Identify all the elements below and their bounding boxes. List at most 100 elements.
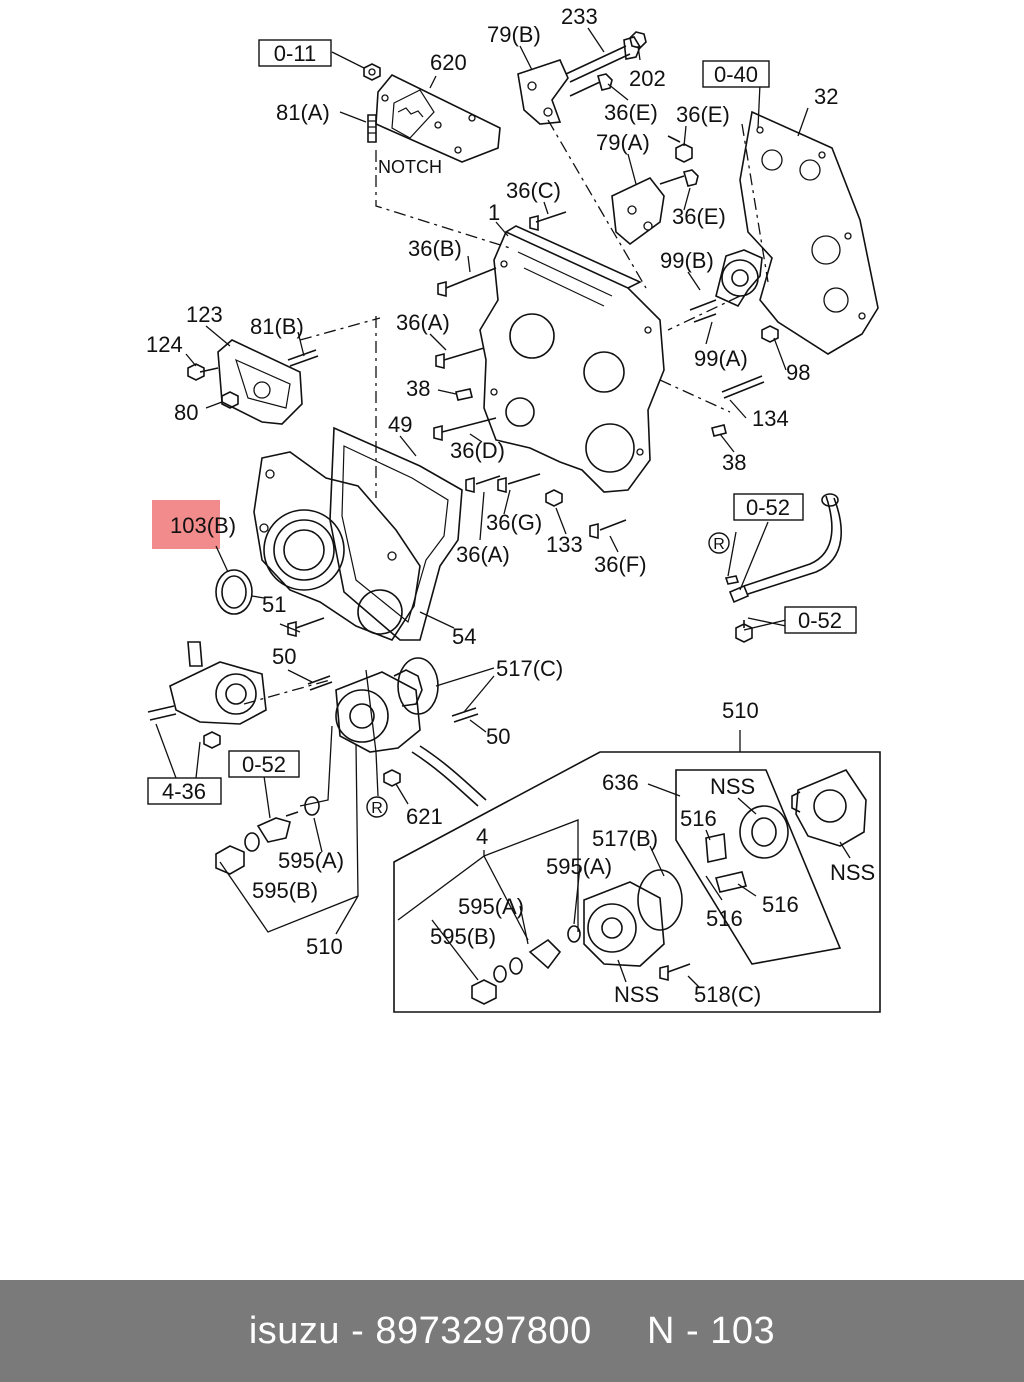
diagram-ref: N - 103 <box>647 1309 776 1352</box>
label-79b: 79(B) <box>487 22 541 47</box>
r-mark-1: R <box>708 532 730 554</box>
label-36b: 36(B) <box>408 236 462 261</box>
label-510-1: 510 <box>722 698 759 723</box>
svg-text:0-52: 0-52 <box>746 495 790 520</box>
svg-text:0-11: 0-11 <box>274 41 316 66</box>
label-1: 1 <box>488 200 500 225</box>
label-233: 233 <box>561 4 598 29</box>
part-124-80-fasteners <box>187 349 319 409</box>
part-620-gasket <box>375 74 501 163</box>
centerline-8 <box>659 379 731 413</box>
brand-name: isuzu <box>248 1309 341 1352</box>
parts-diagram: 233 79(B) 202 620 36(E) 36(E) 32 81(A) 7… <box>146 4 881 1013</box>
label-36c: 36(C) <box>506 178 561 203</box>
part-79b-bracket <box>517 59 569 125</box>
centerline-6 <box>299 317 381 341</box>
label-36g: 36(G) <box>486 510 542 535</box>
part-510-kit-box <box>393 751 881 1013</box>
centerline-1 <box>375 150 511 249</box>
label-80: 80 <box>174 400 198 425</box>
part-103b-seal <box>215 569 253 615</box>
label-517b: 517(B) <box>592 826 658 851</box>
separator: - <box>351 1309 365 1352</box>
part-kit-rotor <box>705 805 789 893</box>
label-516-3: 516 <box>706 906 743 931</box>
label-98: 98 <box>786 360 810 385</box>
label-36e-1: 36(E) <box>604 100 658 125</box>
label-32: 32 <box>814 84 838 109</box>
label-36f: 36(F) <box>594 552 647 577</box>
label-nss-2: NSS <box>830 860 875 885</box>
part-number: 8973297800 <box>375 1309 592 1352</box>
label-595b-1: 595(B) <box>252 878 318 903</box>
label-81b: 81(B) <box>250 314 304 339</box>
highlight-103b <box>152 500 220 549</box>
part-number-footer: isuzu - 8973297800 N - 103 <box>0 1280 1024 1382</box>
label-79a: 79(A) <box>596 130 650 155</box>
label-99b: 99(B) <box>660 248 714 273</box>
part-123-plate <box>217 339 303 425</box>
label-36e-3: 36(E) <box>672 204 726 229</box>
label-4: 4 <box>476 824 488 849</box>
svg-text:R: R <box>713 536 725 553</box>
centerline-7 <box>243 679 331 705</box>
label-38-2: 38 <box>722 450 746 475</box>
part-50-studs <box>307 675 479 723</box>
label-36a-2: 36(A) <box>456 542 510 567</box>
ref-box-0-52-right[interactable]: 0-52 <box>784 606 857 634</box>
label-51: 51 <box>262 592 286 617</box>
part-1-front-case <box>479 225 665 493</box>
part-81a-stud <box>367 114 377 143</box>
label-49: 49 <box>388 412 412 437</box>
svg-text:0-40: 0-40 <box>714 62 758 87</box>
ref-box-0-40[interactable]: 0-40 <box>702 60 770 88</box>
part-kit-gear <box>791 769 867 847</box>
label-134: 134 <box>752 406 789 431</box>
label-50-2: 50 <box>486 724 510 749</box>
ref-box-0-52-left[interactable]: 0-52 <box>228 750 300 778</box>
label-50-1: 50 <box>272 644 296 669</box>
part-134-stud <box>721 375 765 399</box>
svg-text:4-36: 4-36 <box>162 779 206 804</box>
label-595b-2: 595(B) <box>430 924 496 949</box>
ref-box-4-36[interactable]: 4-36 <box>147 777 222 805</box>
part-36e-bolts <box>569 73 699 187</box>
part-51-bolt <box>287 617 325 638</box>
part-38-dowels <box>455 388 727 437</box>
part-79a-bracket <box>611 177 665 246</box>
label-202: 202 <box>629 66 666 91</box>
label-595a-2: 595(A) <box>546 854 612 879</box>
label-103b: 103(B) <box>170 513 236 538</box>
label-516-1: 516 <box>680 806 717 831</box>
label-36d: 36(D) <box>450 438 505 463</box>
label-38-1: 38 <box>406 376 430 401</box>
label-510-2: 510 <box>306 934 343 959</box>
label-notch: NOTCH <box>378 157 442 177</box>
label-124: 124 <box>146 332 183 357</box>
label-517c: 517(C) <box>496 656 563 681</box>
label-595a-3: 595(A) <box>458 894 524 919</box>
part-pump-4-36 <box>147 641 267 749</box>
svg-text:0-52: 0-52 <box>798 608 842 633</box>
label-516-2: 516 <box>762 892 799 917</box>
part-233-bolt <box>565 36 641 83</box>
ref-box-0-11[interactable]: 0-11 <box>258 39 332 67</box>
ref-box-0-52-top[interactable]: 0-52 <box>733 493 804 521</box>
label-595a-1: 595(A) <box>278 848 344 873</box>
part-49-gasket <box>329 426 463 641</box>
label-620: 620 <box>430 50 467 75</box>
part-621-nut <box>383 769 401 787</box>
label-99a: 99(A) <box>694 346 748 371</box>
part-98-nut <box>761 325 779 343</box>
svg-text:0-52: 0-52 <box>242 752 286 777</box>
centerline-4 <box>667 295 741 331</box>
label-123: 123 <box>186 302 223 327</box>
part-nut-011 <box>363 63 381 81</box>
part-32-back-plate <box>739 110 879 355</box>
centerline-2 <box>547 119 647 289</box>
leader-lines <box>155 27 851 989</box>
part-kit-pump-assy <box>471 869 691 1005</box>
label-36a-1: 36(A) <box>396 310 450 335</box>
part-hose <box>411 745 487 807</box>
part-front-cover <box>253 451 421 641</box>
